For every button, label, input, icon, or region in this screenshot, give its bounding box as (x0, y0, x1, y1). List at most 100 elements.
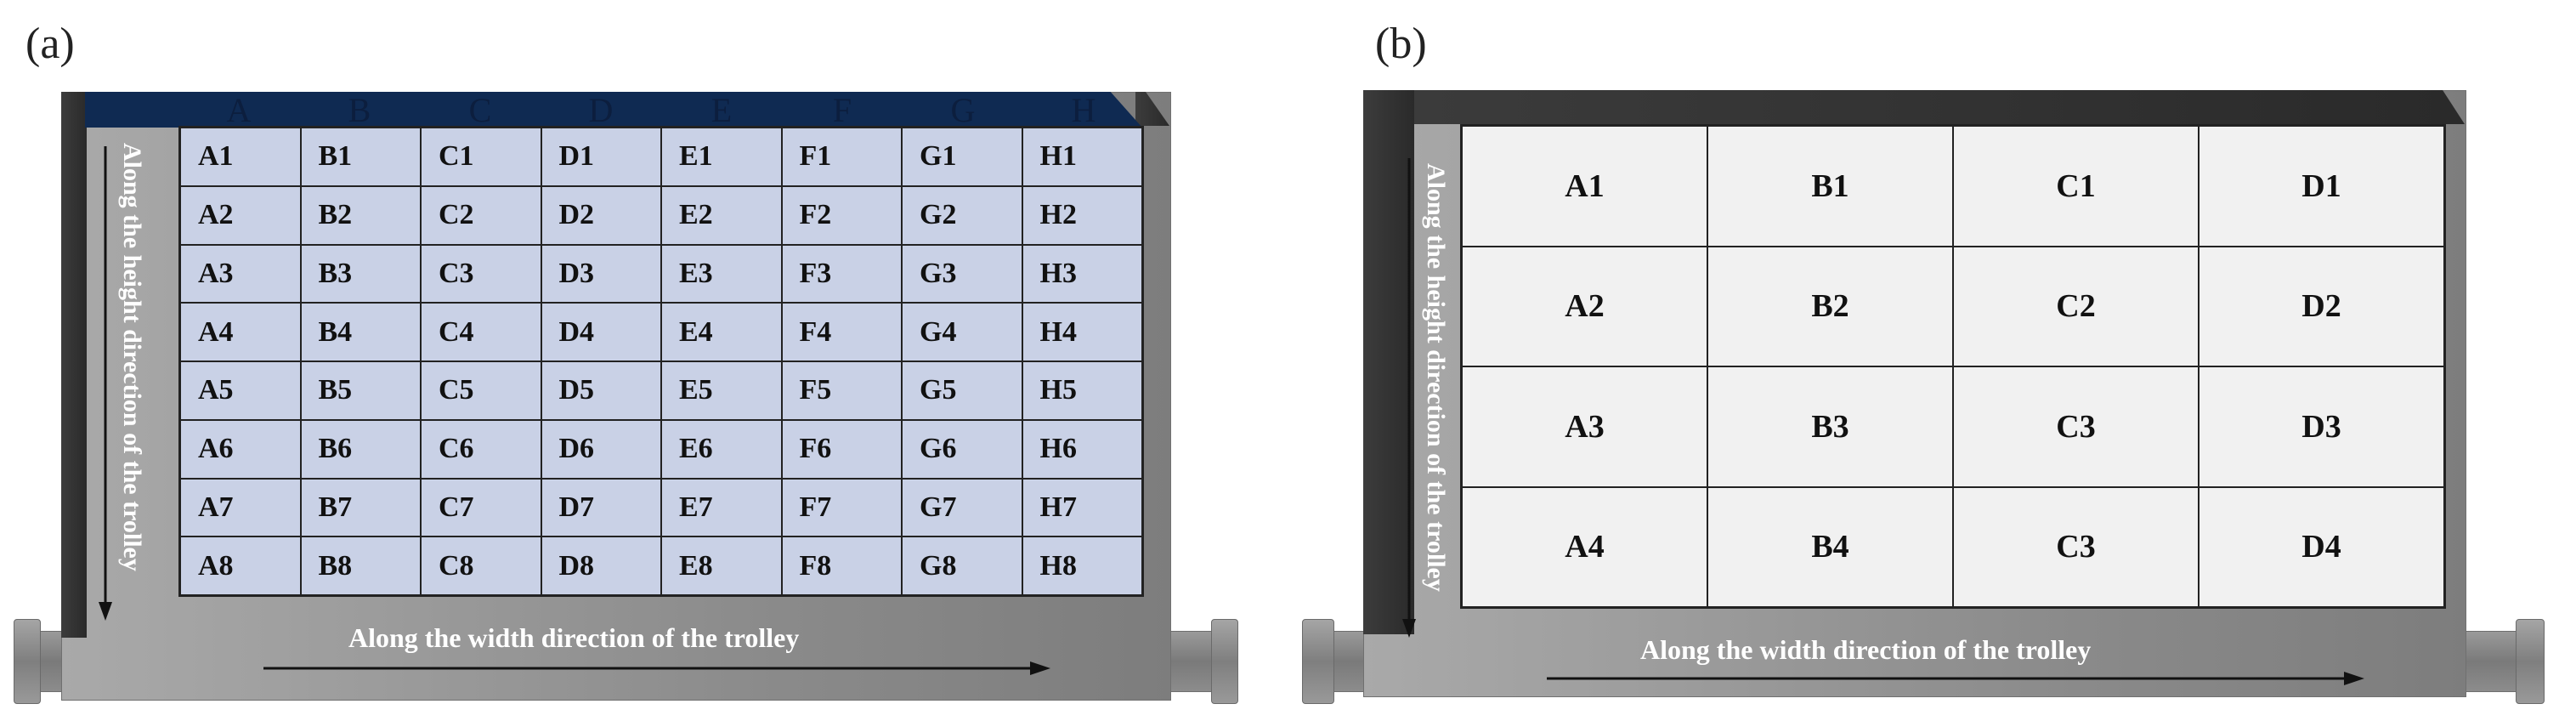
right-axle-cap (2516, 619, 2545, 704)
grid-cell: H4 (1022, 303, 1142, 361)
grid-cell: C4 (421, 303, 541, 361)
grid-cell: B6 (300, 419, 421, 479)
column-header-f: F (832, 91, 852, 129)
grid-cell: C2 (421, 185, 541, 245)
grid-cell: G5 (902, 361, 1022, 420)
grid-cell: G4 (902, 303, 1022, 361)
grid-cell: F5 (781, 361, 902, 420)
column-header-b: B (348, 91, 371, 129)
grid-cell: B3 (1707, 366, 1953, 487)
grid-cell: A4 (1462, 486, 1707, 607)
column-header-band (85, 92, 1142, 128)
grid-cell: E1 (661, 128, 782, 186)
grid-cell: H3 (1022, 244, 1142, 304)
grid-cell: G6 (902, 419, 1022, 479)
grid-cell: D1 (541, 128, 661, 186)
grid-cell: B7 (300, 478, 421, 537)
grid-cell: E6 (661, 419, 782, 479)
grid-cell: A7 (180, 478, 301, 537)
grid-cell: E4 (661, 303, 782, 361)
grid-cell: B1 (1707, 126, 1953, 247)
grid-cell: H5 (1022, 361, 1142, 420)
grid-cell: E5 (661, 361, 782, 420)
grid-cell: C1 (421, 128, 541, 186)
grid-cell: D3 (541, 244, 661, 304)
grid-cell: G7 (902, 478, 1022, 537)
grid-cell: D2 (2199, 246, 2444, 366)
grid-cell: A3 (180, 244, 301, 304)
trolley-top-bar (1363, 90, 2465, 124)
grid-cell: E3 (661, 244, 782, 304)
grid-cell: A2 (180, 185, 301, 245)
column-header-g: G (950, 91, 976, 129)
grid-cell: C1 (1953, 126, 2199, 247)
width-arrow (1547, 672, 2364, 685)
grid-cell: B4 (300, 303, 421, 361)
grid-cell: G3 (902, 244, 1022, 304)
width-arrow (263, 661, 1050, 675)
panel-b-label: (b) (1375, 20, 1427, 68)
right-axle-cap (1211, 619, 1238, 704)
grid-cell: E2 (661, 185, 782, 245)
grid-cell: D1 (2199, 126, 2444, 247)
grid-cell: A1 (1462, 126, 1707, 247)
grid-cell: E7 (661, 478, 782, 537)
grid-cell: C6 (421, 419, 541, 479)
trolley-left-post (1363, 90, 1414, 634)
width-direction-label: Along the width direction of the trolley (1640, 634, 2092, 665)
grid-cell: D8 (541, 536, 661, 595)
grid-cell: F1 (781, 128, 902, 186)
grid-cell: D4 (541, 303, 661, 361)
grid-cell: B3 (300, 244, 421, 304)
grid-cell: B1 (300, 128, 421, 186)
column-header-c: C (468, 91, 492, 129)
right-axle (1164, 631, 1217, 692)
grid-cell: D7 (541, 478, 661, 537)
grid-cell: F7 (781, 478, 902, 537)
left-axle-cap (14, 619, 41, 704)
grid-cell: F2 (781, 185, 902, 245)
grid-cell: C7 (421, 478, 541, 537)
grid-cell: B8 (300, 536, 421, 595)
grid-cell: H7 (1022, 478, 1142, 537)
grid-cell: H1 (1022, 128, 1142, 186)
grid-cell: C5 (421, 361, 541, 420)
grid-cell: A1 (180, 128, 301, 186)
column-header-h: H (1071, 91, 1096, 129)
grid-cell: C3 (421, 244, 541, 304)
grid-cell: D5 (541, 361, 661, 420)
height-direction-label: Along the height direction of the trolle… (1422, 163, 1450, 592)
grid-cell: H2 (1022, 185, 1142, 245)
grid-cell: D6 (541, 419, 661, 479)
grid-cell: D4 (2199, 486, 2444, 607)
grid-cell: H8 (1022, 536, 1142, 595)
grid-cell: A4 (180, 303, 301, 361)
grid-cell: D3 (2199, 366, 2444, 487)
height-direction-label: Along the height direction of the trolle… (118, 143, 146, 571)
grid-cell: G1 (902, 128, 1022, 186)
grid-cell: C8 (421, 536, 541, 595)
grid-cell: H6 (1022, 419, 1142, 479)
trolley-left-post (61, 92, 87, 638)
column-header-e: E (711, 91, 733, 129)
grid-cell: F8 (781, 536, 902, 595)
width-direction-label: Along the width direction of the trolley (348, 622, 800, 653)
grid-cell: F6 (781, 419, 902, 479)
grid-cell: G8 (902, 536, 1022, 595)
grid-cell: C3 (1953, 486, 2199, 607)
grid-cell: F3 (781, 244, 902, 304)
grid-cell: B5 (300, 361, 421, 420)
panel-a-label: (a) (25, 20, 75, 68)
grid-cell: A8 (180, 536, 301, 595)
grid-cell: B4 (1707, 486, 1953, 607)
grid-cell: G2 (902, 185, 1022, 245)
grid-cell: F4 (781, 303, 902, 361)
grid-cell: A2 (1462, 246, 1707, 366)
column-header-a: A (226, 91, 252, 129)
height-arrow (1402, 158, 1416, 638)
